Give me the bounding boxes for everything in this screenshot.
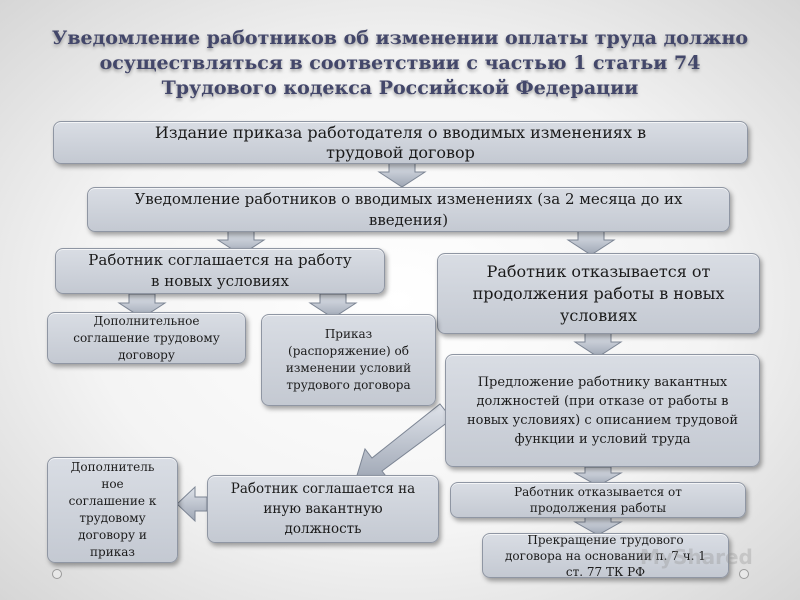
arrow-down-icon xyxy=(308,293,358,319)
additional-agreement-label: Дополнительное соглашение трудовому дого… xyxy=(73,313,220,362)
watermark: MyShared xyxy=(640,545,753,569)
termination-label: Прекращение трудового договора на основа… xyxy=(505,532,706,579)
agrees-vacancy-box: Работник соглашается на иную вакантную д… xyxy=(207,475,439,543)
termination-box: Прекращение трудового договора на основа… xyxy=(482,532,729,579)
refuses-continue-label: Работник отказывается от продолжения раб… xyxy=(514,485,682,515)
arrow-down-icon xyxy=(216,230,266,256)
worker-refuses-label: Работник отказывается от продолжения раб… xyxy=(472,261,725,325)
arrow-down-icon xyxy=(573,466,623,487)
worker-refuses-box: Работник отказывается от продолжения раб… xyxy=(437,253,760,334)
agrees-vacancy-label: Работник соглашается на иную вакантную д… xyxy=(230,481,416,537)
offer-vacancies-box: Предложение работнику вакантных должност… xyxy=(445,354,760,467)
worker-agrees-box: Работник соглашается на работу в новых у… xyxy=(55,248,385,294)
order-change-box: Приказ (распоряжение) об изменении услов… xyxy=(261,314,436,406)
notify-workers-box: Уведомление работников о вводимых измене… xyxy=(87,187,730,232)
corner-dot-icon xyxy=(739,569,749,579)
additional-agreement-order-box: Дополнитель ное соглашение к трудовому д… xyxy=(47,457,178,563)
order-change-label: Приказ (распоряжение) об изменении услов… xyxy=(285,327,412,392)
arrow-down-icon xyxy=(566,230,616,256)
arrow-down-icon xyxy=(573,332,623,358)
refuses-continue-box: Работник отказывается от продолжения раб… xyxy=(450,482,746,518)
page-title: Уведомление работников об изменении опла… xyxy=(51,27,749,99)
notify-workers-label: Уведомление работников о вводимых измене… xyxy=(134,189,683,229)
corner-dot-icon xyxy=(52,569,62,579)
order-issue-box: Издание приказа работодателя о вводимых … xyxy=(53,121,748,164)
order-issue-label: Издание приказа работодателя о вводимых … xyxy=(154,122,647,162)
arrow-left-icon xyxy=(176,485,208,523)
additional-agreement-box: Дополнительное соглашение трудовому дого… xyxy=(47,312,246,364)
offer-vacancies-label: Предложение работнику вакантных должност… xyxy=(466,374,739,447)
worker-agrees-label: Работник соглашается на работу в новых у… xyxy=(88,251,352,290)
arrow-diagonal-icon xyxy=(354,403,453,483)
arrow-down-icon xyxy=(117,293,167,319)
additional-agreement-order-label: Дополнитель ное соглашение к трудовому д… xyxy=(68,460,157,559)
arrow-down-icon xyxy=(377,162,427,188)
